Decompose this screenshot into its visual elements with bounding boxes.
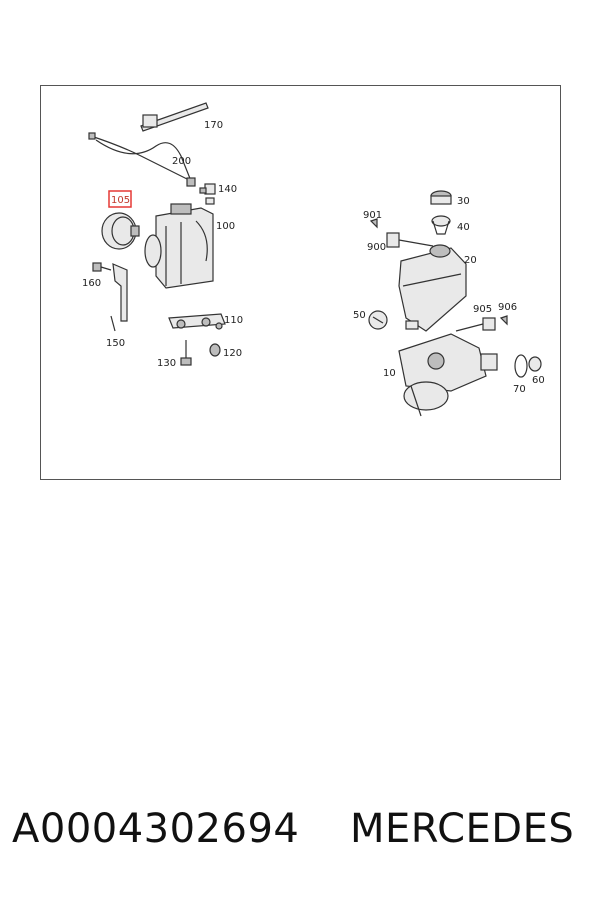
callout-900: 900 [367,242,386,253]
part-40-strainer [431,215,451,235]
part-901-pin [369,218,378,229]
callout-140: 140 [218,184,237,195]
callout-160: 160 [82,278,101,289]
callout-105: 105 [111,195,130,206]
callout-105-highlight-box [108,190,132,208]
callout-901: 901 [363,210,382,221]
part-130-screw [180,340,192,366]
part-50-tool [368,310,388,330]
part-60-ring [528,356,542,372]
parts-diagram: 170 200 140 105 100 160 1 [40,85,561,480]
part-900-grommet [386,232,434,248]
brand-label: MERCEDES [350,806,575,852]
callout-110: 110 [224,315,243,326]
callout-10: 10 [383,368,396,379]
part-120-rubber-mount [209,343,221,357]
callout-60: 60 [532,375,545,386]
callout-40: 40 [457,222,470,233]
callout-50: 50 [353,310,366,321]
part-number-label: A0004302694 [12,806,300,852]
part-200-wiring-harness [88,132,196,187]
part-70-seal [514,354,528,378]
part-30-cap [430,190,452,205]
callout-120: 120 [223,348,242,359]
part-110-mount [168,313,226,330]
callout-906: 906 [498,302,517,313]
part-140-connector [199,183,216,205]
part-160-bolt [92,262,112,272]
callout-170: 170 [204,120,223,131]
callout-70: 70 [513,384,526,395]
callout-905: 905 [473,304,492,315]
part-170-cable-tie [140,102,209,132]
callout-150: 150 [106,338,125,349]
part-10-brake-booster [398,333,498,417]
callout-100: 100 [216,221,235,232]
callout-30: 30 [457,196,470,207]
part-20-reservoir [398,244,467,332]
part-906-pin [499,315,508,326]
part-100-hydraulic-unit [144,203,214,289]
callout-130: 130 [157,358,176,369]
part-905-grommet [455,317,496,332]
callout-200: 200 [172,156,191,167]
callout-20: 20 [464,255,477,266]
part-105-pressure-accumulator [101,212,140,250]
part-150-bracket [110,263,128,332]
